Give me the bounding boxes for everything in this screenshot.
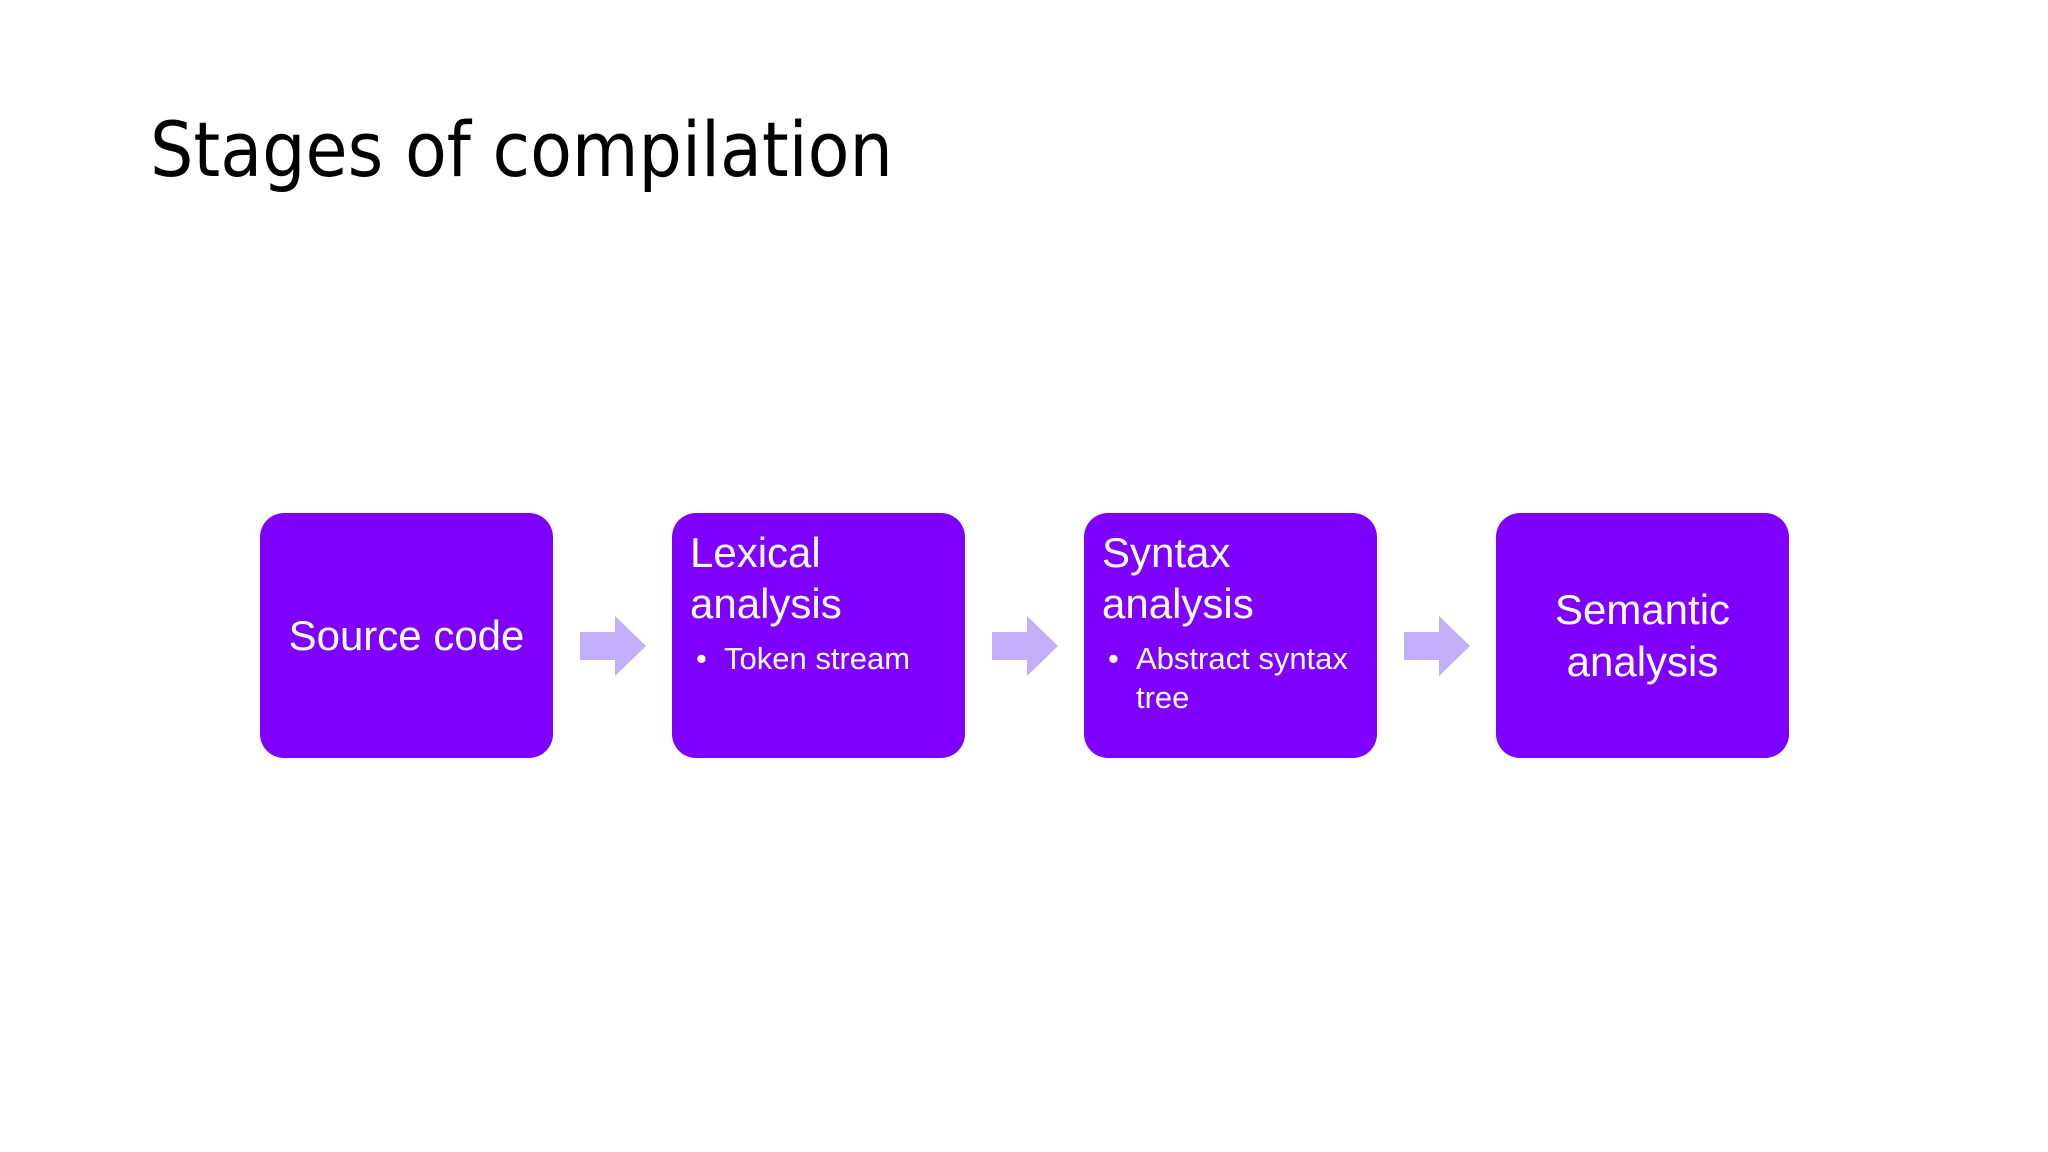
page-title: Stages of compilation [150,105,893,194]
stage-box-semantic-analysis[interactable]: Semantic analysis [1496,513,1789,758]
list-item: • Token stream [690,639,949,678]
arrow-right-icon [580,616,646,676]
stage-heading: Lexical analysis [690,529,842,627]
stage-heading: Syntax analysis [1102,529,1254,627]
stage-box-syntax-analysis[interactable]: Syntax analysis • Abstract syntax tree [1084,513,1377,758]
stage-bullet-list: • Token stream [690,639,949,678]
arrow-right-icon [992,616,1058,676]
stage-heading: Source code [288,611,525,659]
stage-heading: Semantic analysis [1554,585,1731,685]
bullet-dot-icon: • [1108,641,1119,676]
bullet-dot-icon: • [696,641,707,676]
list-item: • Abstract syntax tree [1102,639,1361,717]
list-item-label: Token stream [724,641,911,676]
list-item-label: Abstract syntax tree [1136,641,1348,715]
stage-box-lexical-analysis[interactable]: Lexical analysis • Token stream [672,513,965,758]
stage-bullet-list: • Abstract syntax tree [1102,639,1361,717]
stage-box-source-code[interactable]: Source code [260,513,553,758]
arrow-right-icon [1404,616,1470,676]
